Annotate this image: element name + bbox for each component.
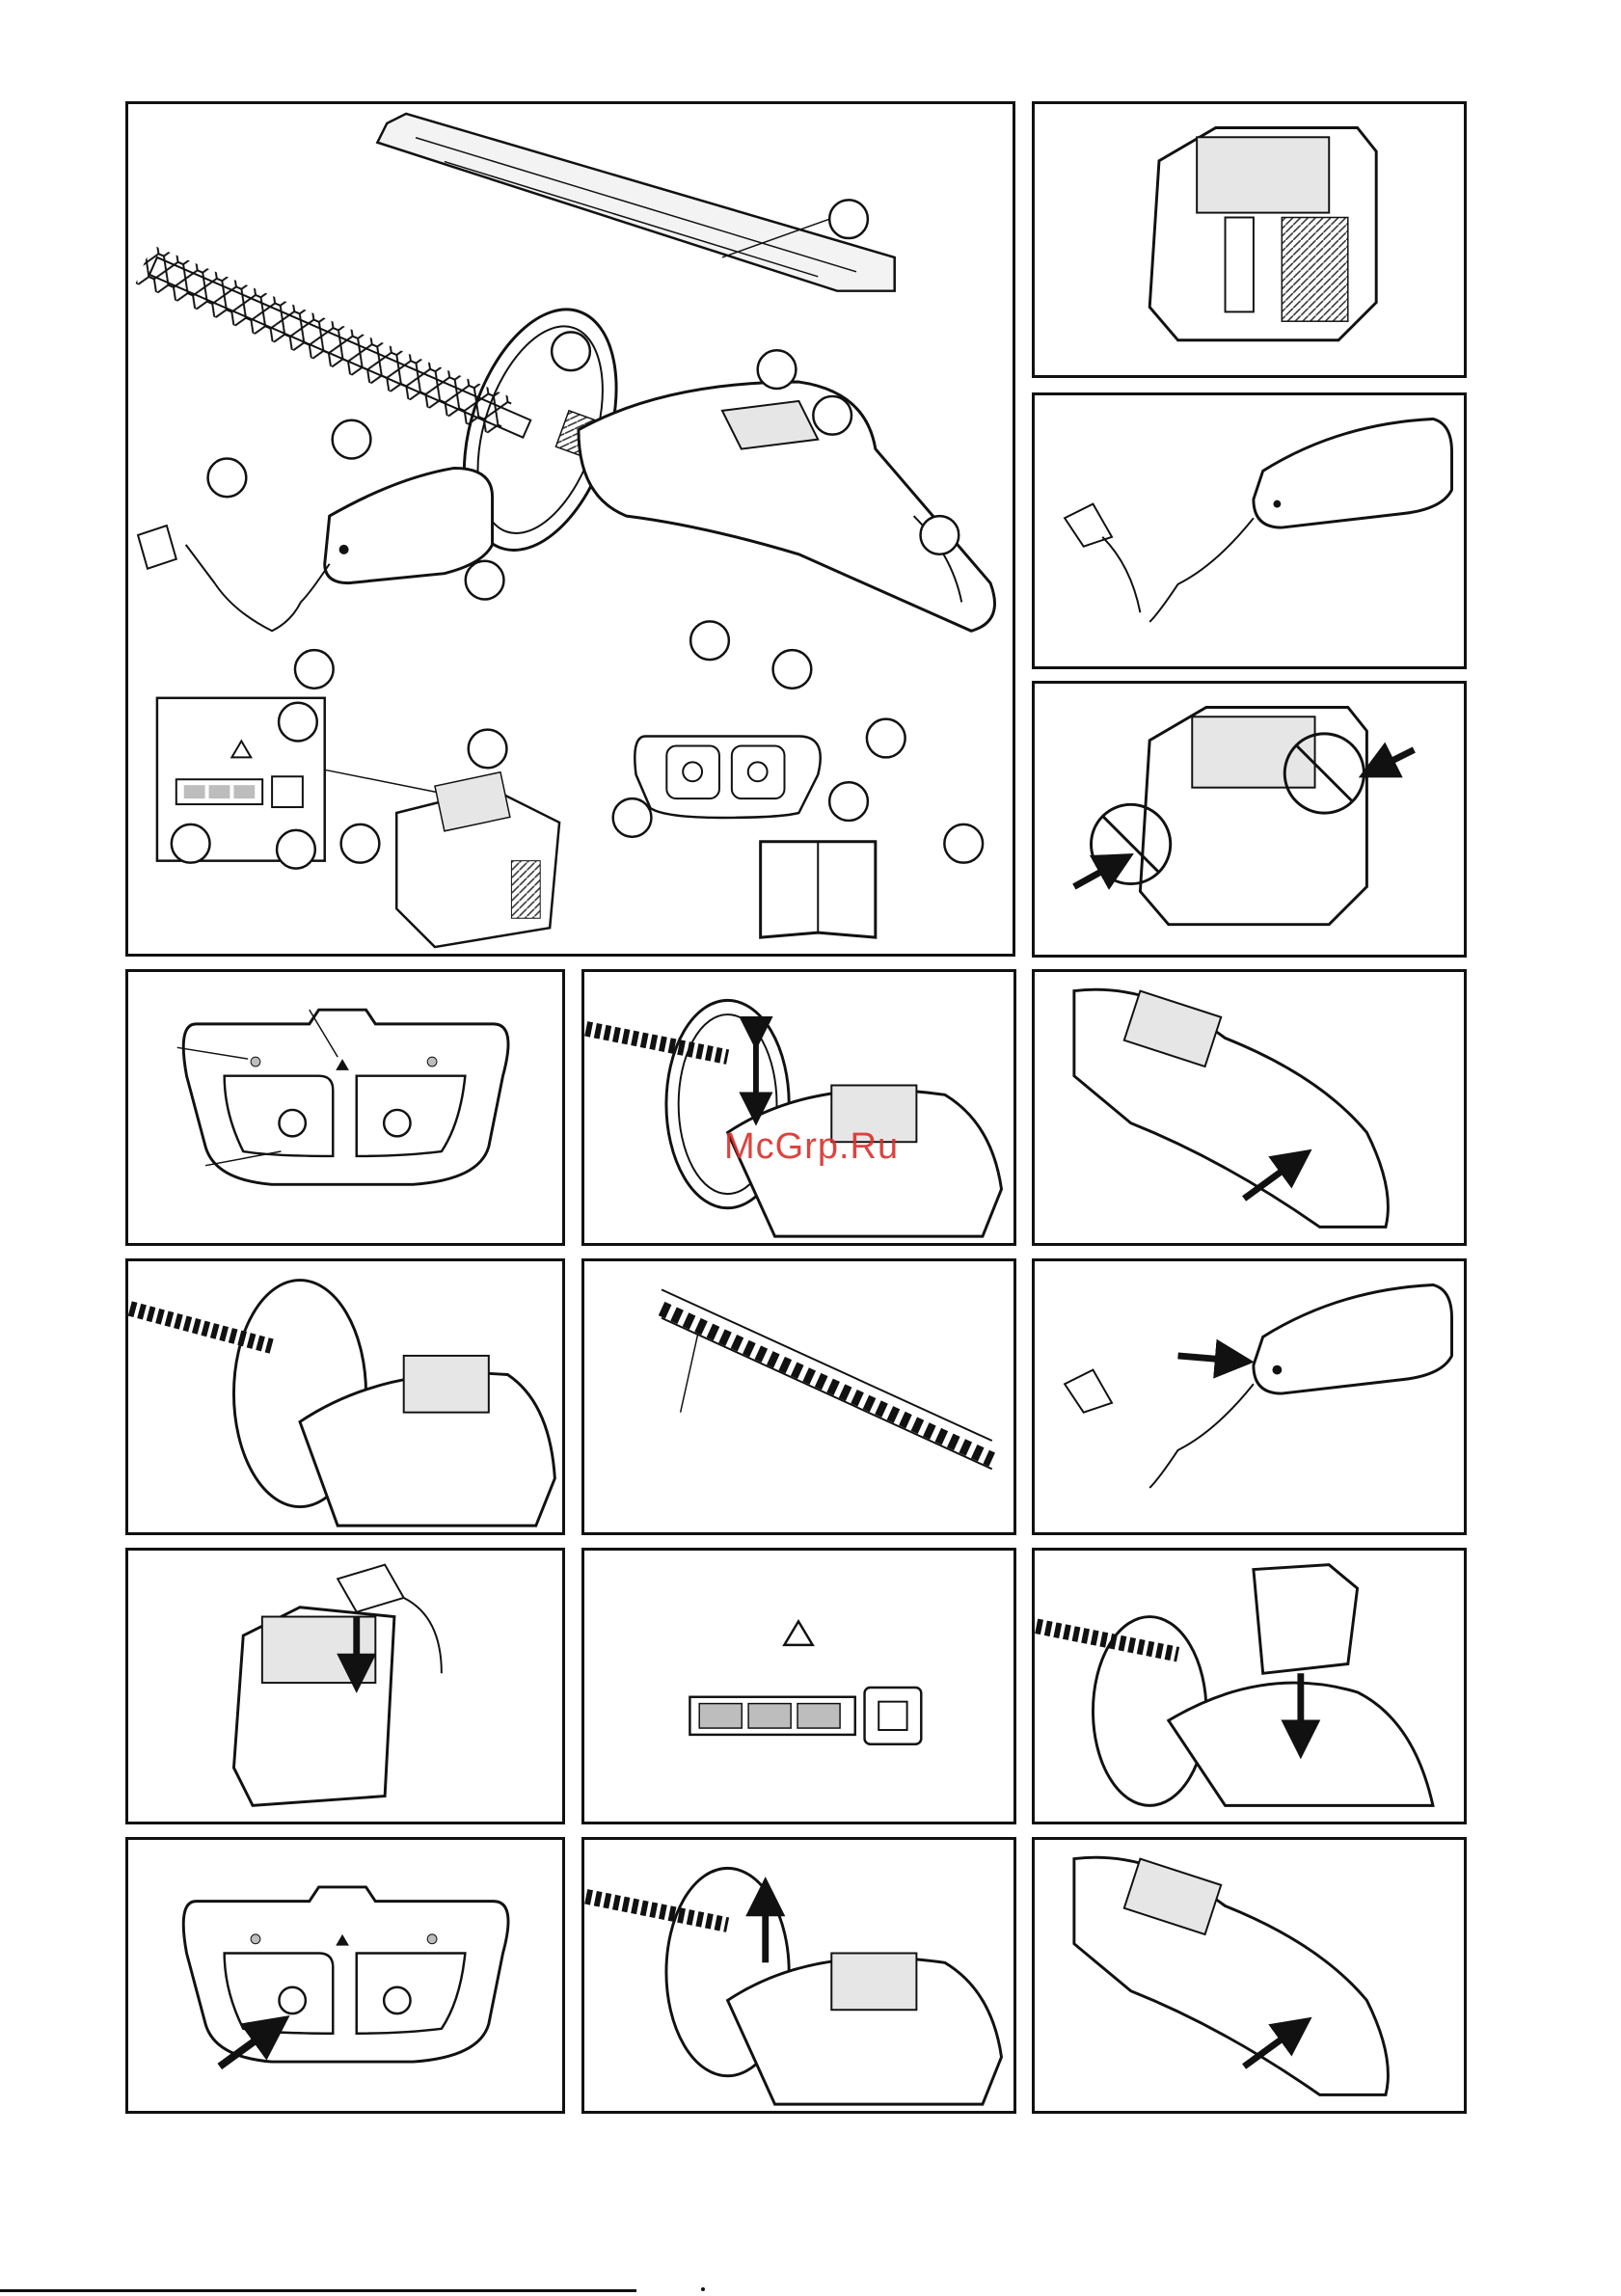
panel-trimmer-side-view	[125, 1258, 565, 1535]
panel-keypad	[125, 969, 565, 1246]
panel-rear-handle-trigger	[1032, 969, 1467, 1246]
manual-book-illustration	[761, 842, 876, 937]
battery-illustration	[396, 772, 559, 947]
footer-mark	[701, 2287, 705, 2291]
panel-front-handle: McGrp.Ru	[581, 969, 1016, 1246]
panel-blade-close-up	[581, 1258, 1016, 1535]
panel-battery-into-charger	[125, 1548, 565, 1824]
panel-charger-light	[1032, 1258, 1467, 1535]
panel-trigger-press	[1032, 1837, 1467, 2114]
panel-battery-indicator	[581, 1548, 1016, 1824]
panel-battery	[1032, 101, 1467, 378]
panel-keypad-press	[125, 1837, 565, 2114]
panel-battery-into-trimmer	[1032, 1548, 1467, 1824]
watermark: McGrp.Ru	[724, 1126, 899, 1168]
panel-overview	[125, 101, 1015, 957]
panel-charger	[1032, 392, 1467, 669]
charger-illustration	[138, 468, 492, 631]
footer-rule	[0, 2289, 636, 2292]
blade-guard-illustration	[377, 114, 894, 291]
panel-front-handle-press	[581, 1837, 1016, 2114]
keypad-illustration	[635, 737, 820, 818]
panel-battery-air-vents	[1032, 681, 1467, 958]
hedge-trimmer-body	[436, 290, 994, 631]
hedge-trimmer-blade	[136, 245, 531, 438]
